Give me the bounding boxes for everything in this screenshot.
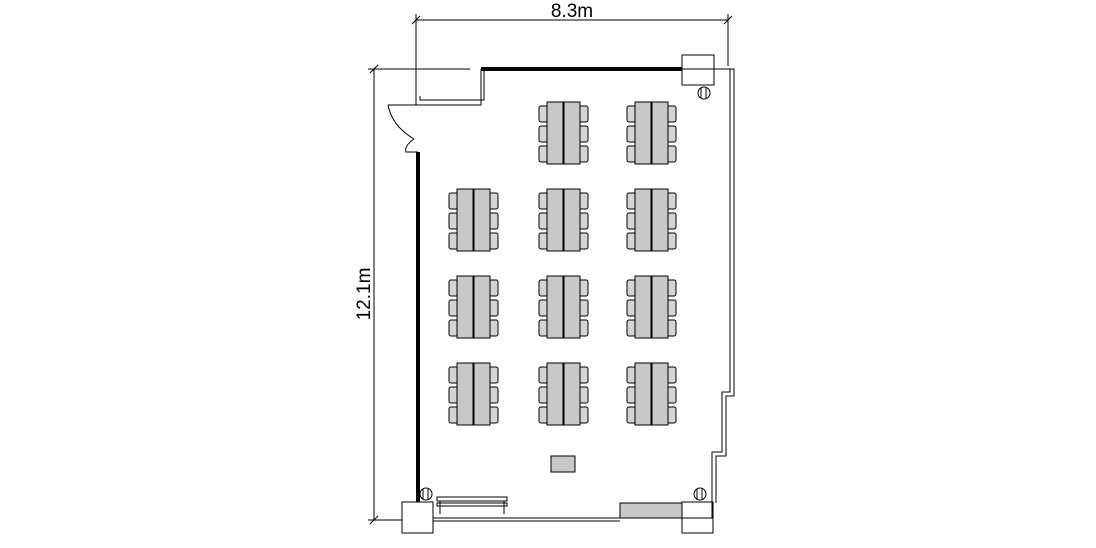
table (456, 362, 474, 426)
table-group (538, 101, 589, 165)
table (456, 188, 474, 252)
walls (416, 67, 682, 502)
outlet-bottom-left-icon (419, 487, 433, 501)
table (651, 275, 669, 339)
table (651, 101, 669, 165)
table (634, 101, 652, 165)
table (563, 362, 581, 426)
table-group (626, 188, 677, 252)
table-group (626, 362, 677, 426)
table (563, 275, 581, 339)
table-group (538, 275, 589, 339)
table-group (538, 362, 589, 426)
height-dimension: 12.1m (354, 64, 470, 525)
table (651, 362, 669, 426)
table (651, 188, 669, 252)
table-group (626, 275, 677, 339)
width-dimension: 8.3m (411, 1, 733, 96)
counter (619, 502, 683, 519)
outline-walls (415, 68, 735, 522)
table-group (448, 362, 499, 426)
table (456, 275, 474, 339)
table (634, 362, 652, 426)
podium (550, 455, 576, 473)
table-group (448, 188, 499, 252)
table (546, 101, 564, 165)
outlet-top-right-icon (697, 86, 711, 100)
table (634, 275, 652, 339)
table (473, 188, 491, 252)
table (473, 362, 491, 426)
table-group (626, 101, 677, 165)
table (563, 101, 581, 165)
outlet-bottom-right-icon (693, 487, 707, 501)
table (473, 275, 491, 339)
table (546, 188, 564, 252)
width-label: 8.3m (551, 1, 593, 22)
height-label: 12.1m (354, 268, 375, 321)
table (634, 188, 652, 252)
table (546, 275, 564, 339)
column-top-right (681, 54, 715, 86)
table-group (448, 275, 499, 339)
table (563, 188, 581, 252)
door (387, 104, 418, 153)
table (546, 362, 564, 426)
bench (436, 496, 508, 514)
column-bottom-left (401, 501, 434, 534)
table-groups (448, 101, 677, 426)
table-group (538, 188, 589, 252)
